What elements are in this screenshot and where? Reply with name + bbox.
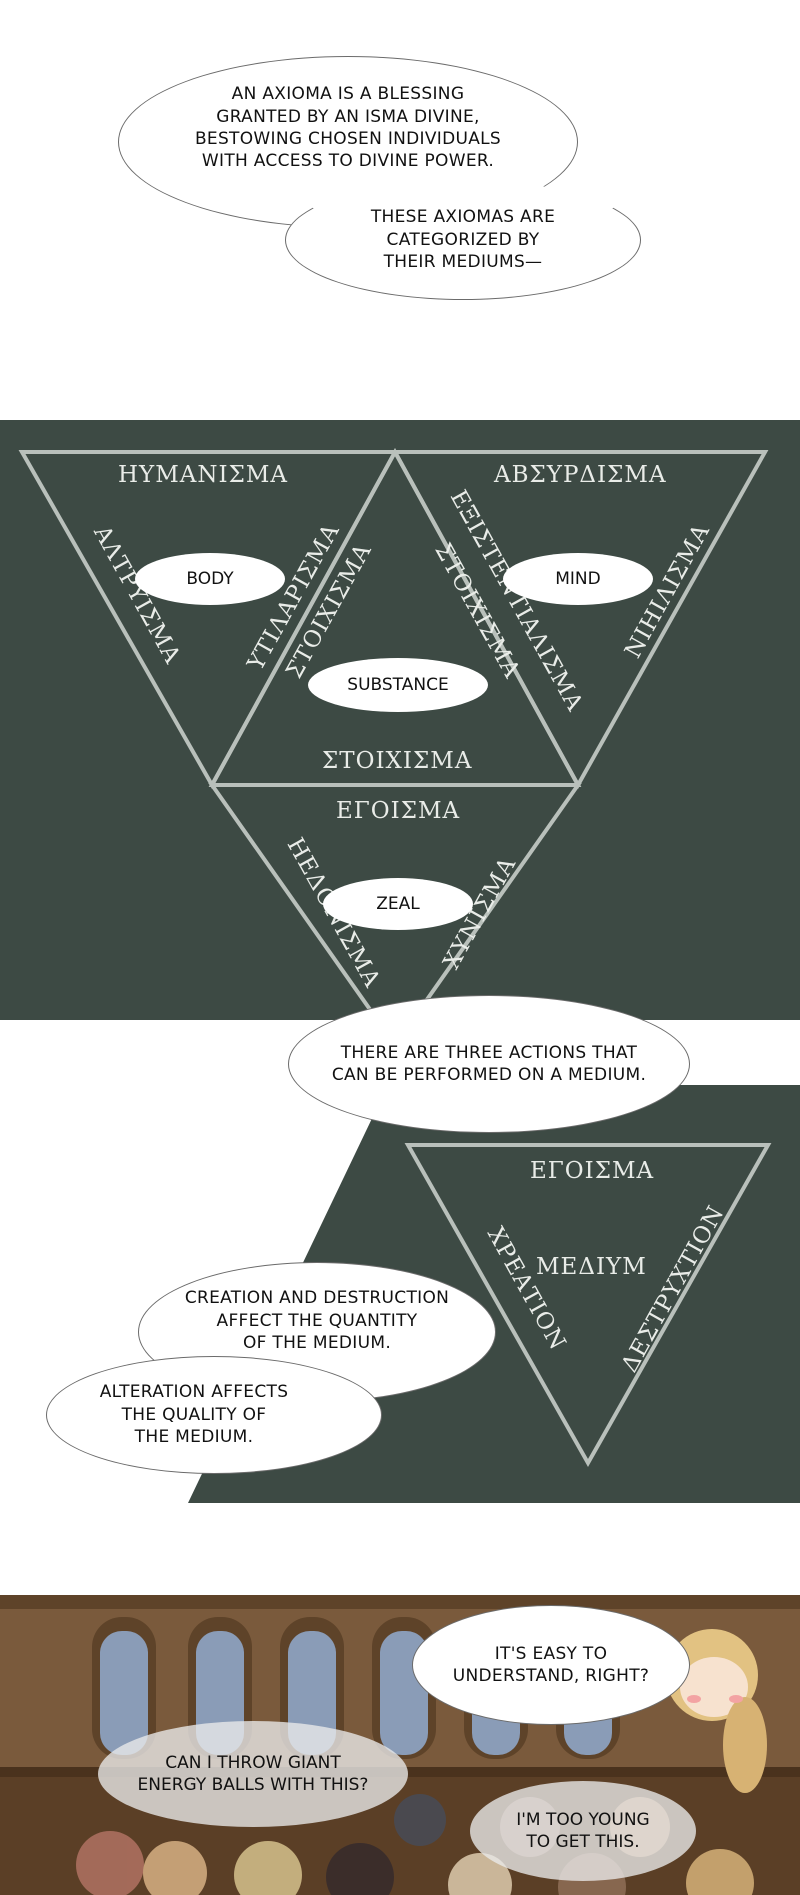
label-egoisma-medium: ΕΓΟΙΣΜΑ (530, 1158, 655, 1184)
speech-text: THERE ARE THREE ACTIONS THAT CAN BE PERF… (331, 1042, 647, 1085)
speech-bubble-categories: THESE AXIOMAS ARE CATEGORIZED BY THEIR M… (285, 180, 641, 300)
speech-bubble-creation: CREATION AND DESTRUCTION AFFECT THE QUAN… (138, 1262, 496, 1402)
speech-text: AN AXIOMA IS A BLESSING GRANTED BY AN IS… (194, 84, 502, 172)
classroom-panel: IT'S EASY TO UNDERSTAND, RIGHT? CAN I TH… (0, 1595, 800, 1895)
speech-text: ALTERATION AFFECTS THE QUALITY OF THE ME… (99, 1382, 289, 1448)
speech-bubble-teacher: IT'S EASY TO UNDERSTAND, RIGHT? (412, 1605, 690, 1725)
thought-bubble-energy-balls: CAN I THROW GIANT ENERGY BALLS WITH THIS… (98, 1721, 408, 1827)
teacher-figure (666, 1629, 767, 1793)
thought-bubble-too-young: I'M TOO YOUNG TO GET THIS. (470, 1781, 696, 1881)
speech-text: CREATION AND DESTRUCTION AFFECT THE QUAN… (184, 1288, 450, 1354)
label-medium: ΜΕΔΙΥΜ (536, 1254, 647, 1280)
label-stoichisma-bottom: ΣΤΟΙΧΙΣΜΑ (322, 748, 473, 774)
speech-text: IT'S EASY TO UNDERSTAND, RIGHT? (452, 1643, 650, 1686)
triangle-diagram-lines (18, 447, 769, 1020)
label-body: BODY (135, 553, 285, 605)
speech-bubble-alteration: ALTERATION AFFECTS THE QUALITY OF THE ME… (46, 1356, 382, 1474)
label-zeal: ZEAL (323, 878, 473, 930)
label-egoisma: ΕΓΟΙΣΜΑ (336, 798, 461, 824)
label-substance: SUBSTANCE (308, 658, 488, 712)
label-humanisma: ΗΥΜΑΝΙΣΜΑ (118, 462, 289, 488)
speech-bubble-three-actions: THERE ARE THREE ACTIONS THAT CAN BE PERF… (288, 995, 690, 1133)
speech-text: THESE AXIOMAS ARE CATEGORIZED BY THEIR M… (370, 207, 556, 273)
label-absurdisma: ΑΒΣΥΡΔΙΣΜΑ (494, 462, 667, 488)
intro-panel: AN AXIOMA IS A BLESSING GRANTED BY AN IS… (0, 0, 800, 420)
chalkboard-diagram: ΗΥΜΑΝΙΣΜΑ ΑΒΣΥΡΔΙΣΜΑ ΣΤΟΙΧΙΣΜΑ ΕΓΟΙΣΜΑ Α… (0, 420, 800, 1020)
label-mind: MIND (503, 553, 653, 605)
